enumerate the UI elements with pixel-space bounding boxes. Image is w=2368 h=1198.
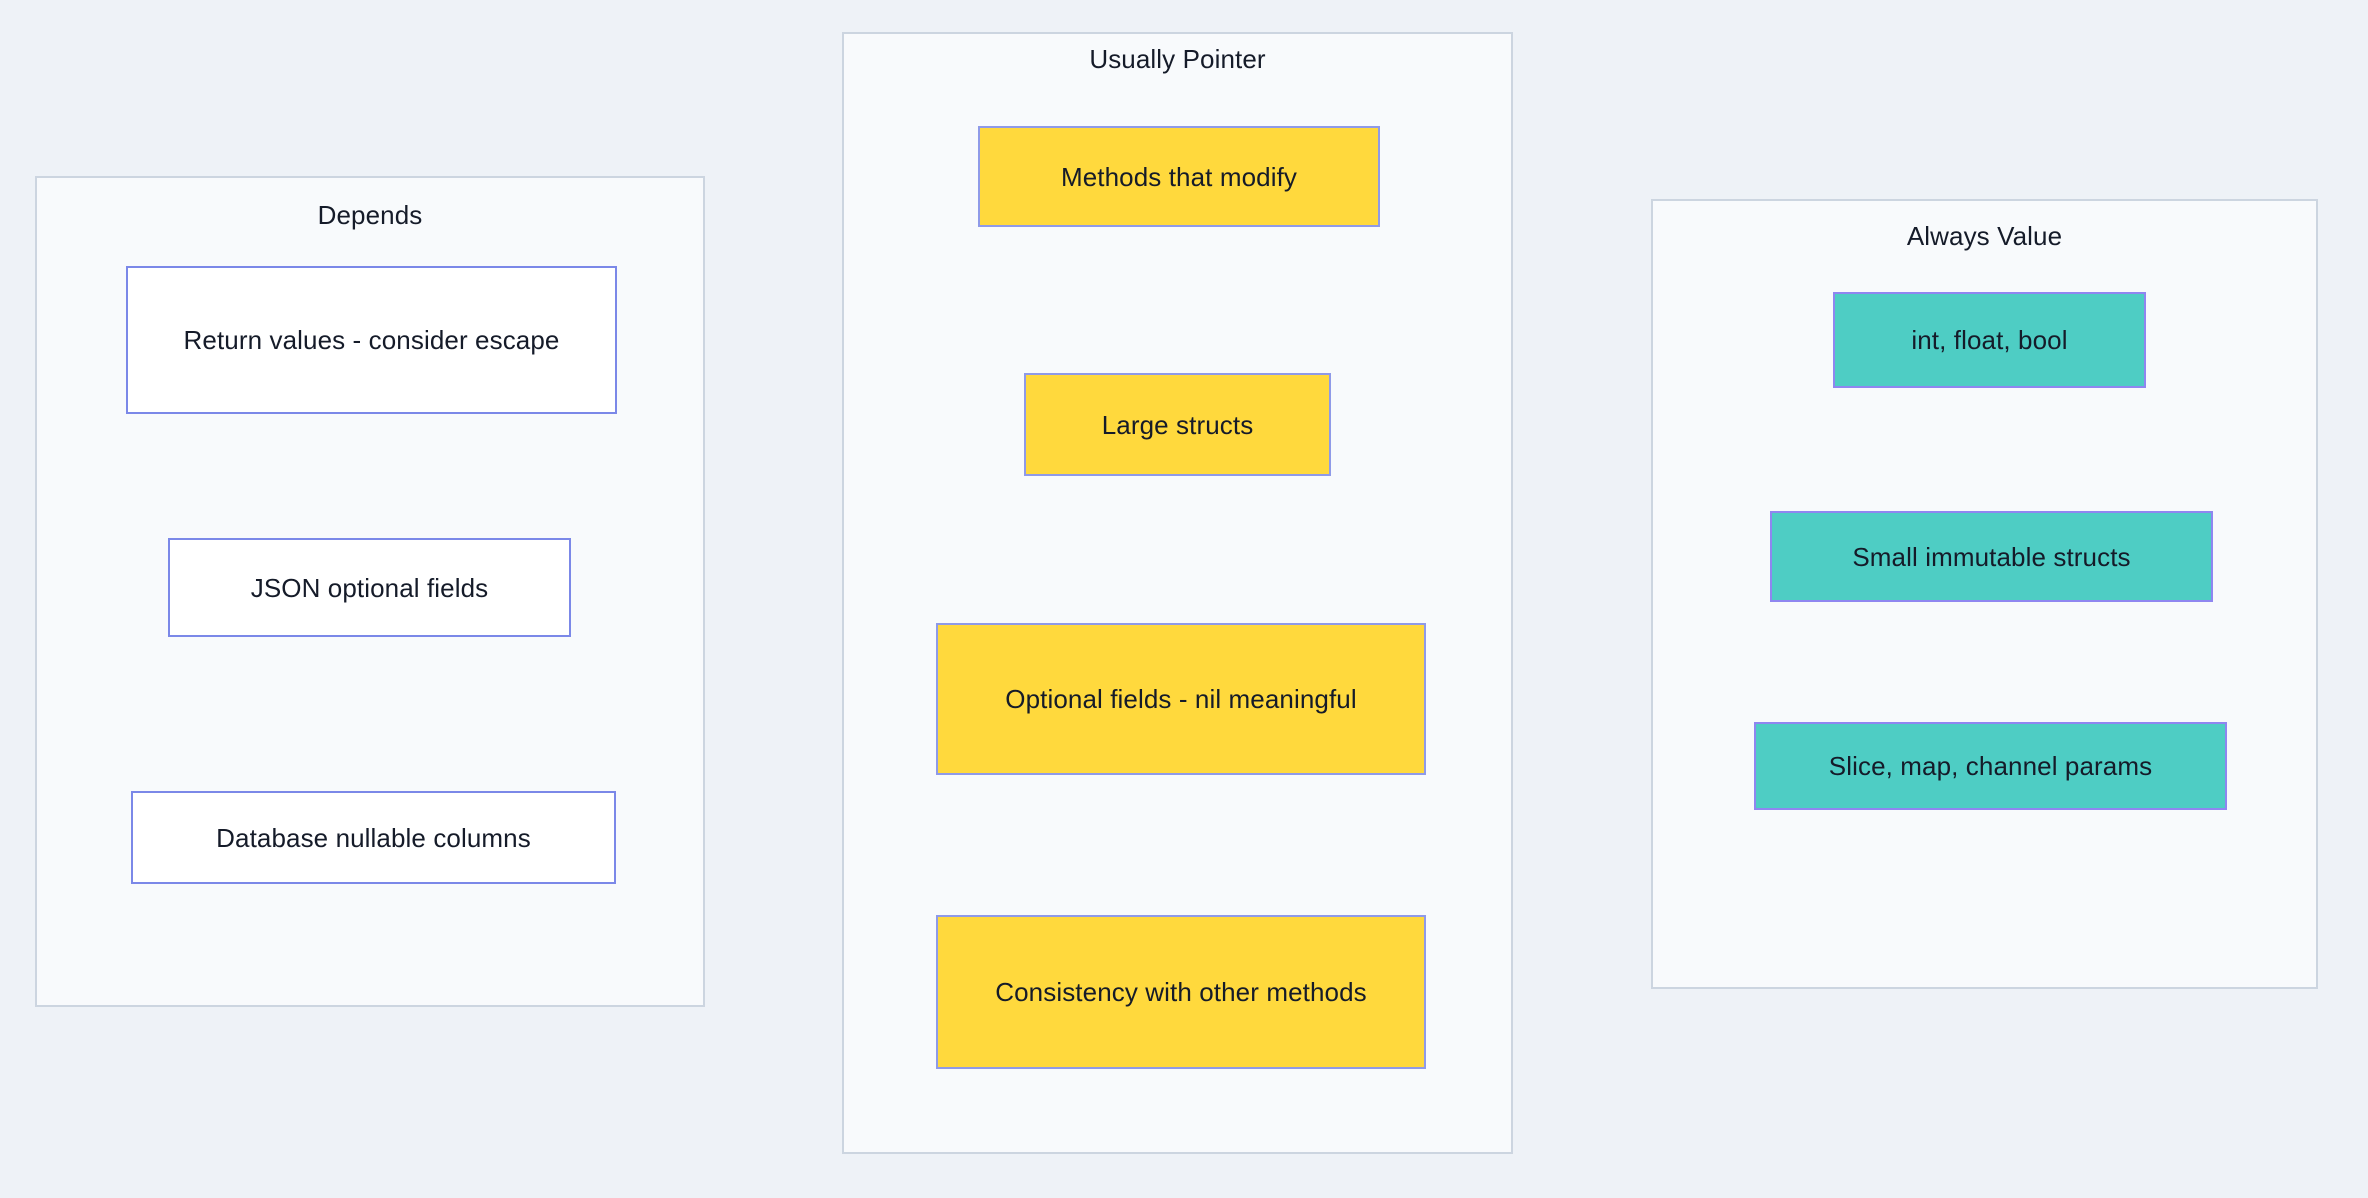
node-consistency-with-other-methods-label: Consistency with other methods — [995, 977, 1367, 1007]
node-json-optional-fields[interactable]: JSON optional fields — [168, 538, 571, 637]
node-json-optional-fields-label: JSON optional fields — [250, 572, 489, 603]
group-depends-title: Depends — [317, 200, 423, 230]
group-depends[interactable]: Depends Return values - consider escape … — [35, 176, 705, 1007]
node-large-structs[interactable]: Large structs — [1024, 373, 1331, 476]
node-return-values-label: Return values - consider escape — [183, 325, 560, 355]
group-always-value[interactable]: Always Value int, float, bool Small immu… — [1651, 199, 2318, 989]
node-int-float-bool[interactable]: int, float, bool — [1833, 292, 2146, 388]
group-usually-pointer[interactable]: Usually Pointer Methods that modify Larg… — [842, 32, 1513, 1154]
node-database-nullable-columns-label: Database nullable columns — [216, 822, 531, 853]
node-return-values[interactable]: Return values - consider escape — [126, 266, 617, 414]
node-slice-map-channel-params-label: Slice, map, channel params — [1828, 751, 2153, 781]
group-usually-pointer-title: Usually Pointer — [1089, 44, 1266, 74]
node-small-immutable-structs-label: Small immutable structs — [1852, 541, 2131, 572]
group-always-value-title: Always Value — [1906, 221, 2063, 251]
node-consistency-with-other-methods[interactable]: Consistency with other methods — [936, 915, 1426, 1069]
node-large-structs-label: Large structs — [1101, 409, 1254, 440]
node-methods-that-modify-label: Methods that modify — [1060, 161, 1297, 192]
node-methods-that-modify[interactable]: Methods that modify — [978, 126, 1380, 227]
node-optional-fields-nil-meaningful-label: Optional fields - nil meaningful — [1005, 684, 1357, 714]
node-slice-map-channel-params[interactable]: Slice, map, channel params — [1754, 722, 2227, 810]
node-int-float-bool-label: int, float, bool — [1911, 325, 2068, 355]
node-optional-fields-nil-meaningful[interactable]: Optional fields - nil meaningful — [936, 623, 1426, 775]
node-small-immutable-structs[interactable]: Small immutable structs — [1770, 511, 2213, 602]
node-database-nullable-columns[interactable]: Database nullable columns — [131, 791, 616, 884]
